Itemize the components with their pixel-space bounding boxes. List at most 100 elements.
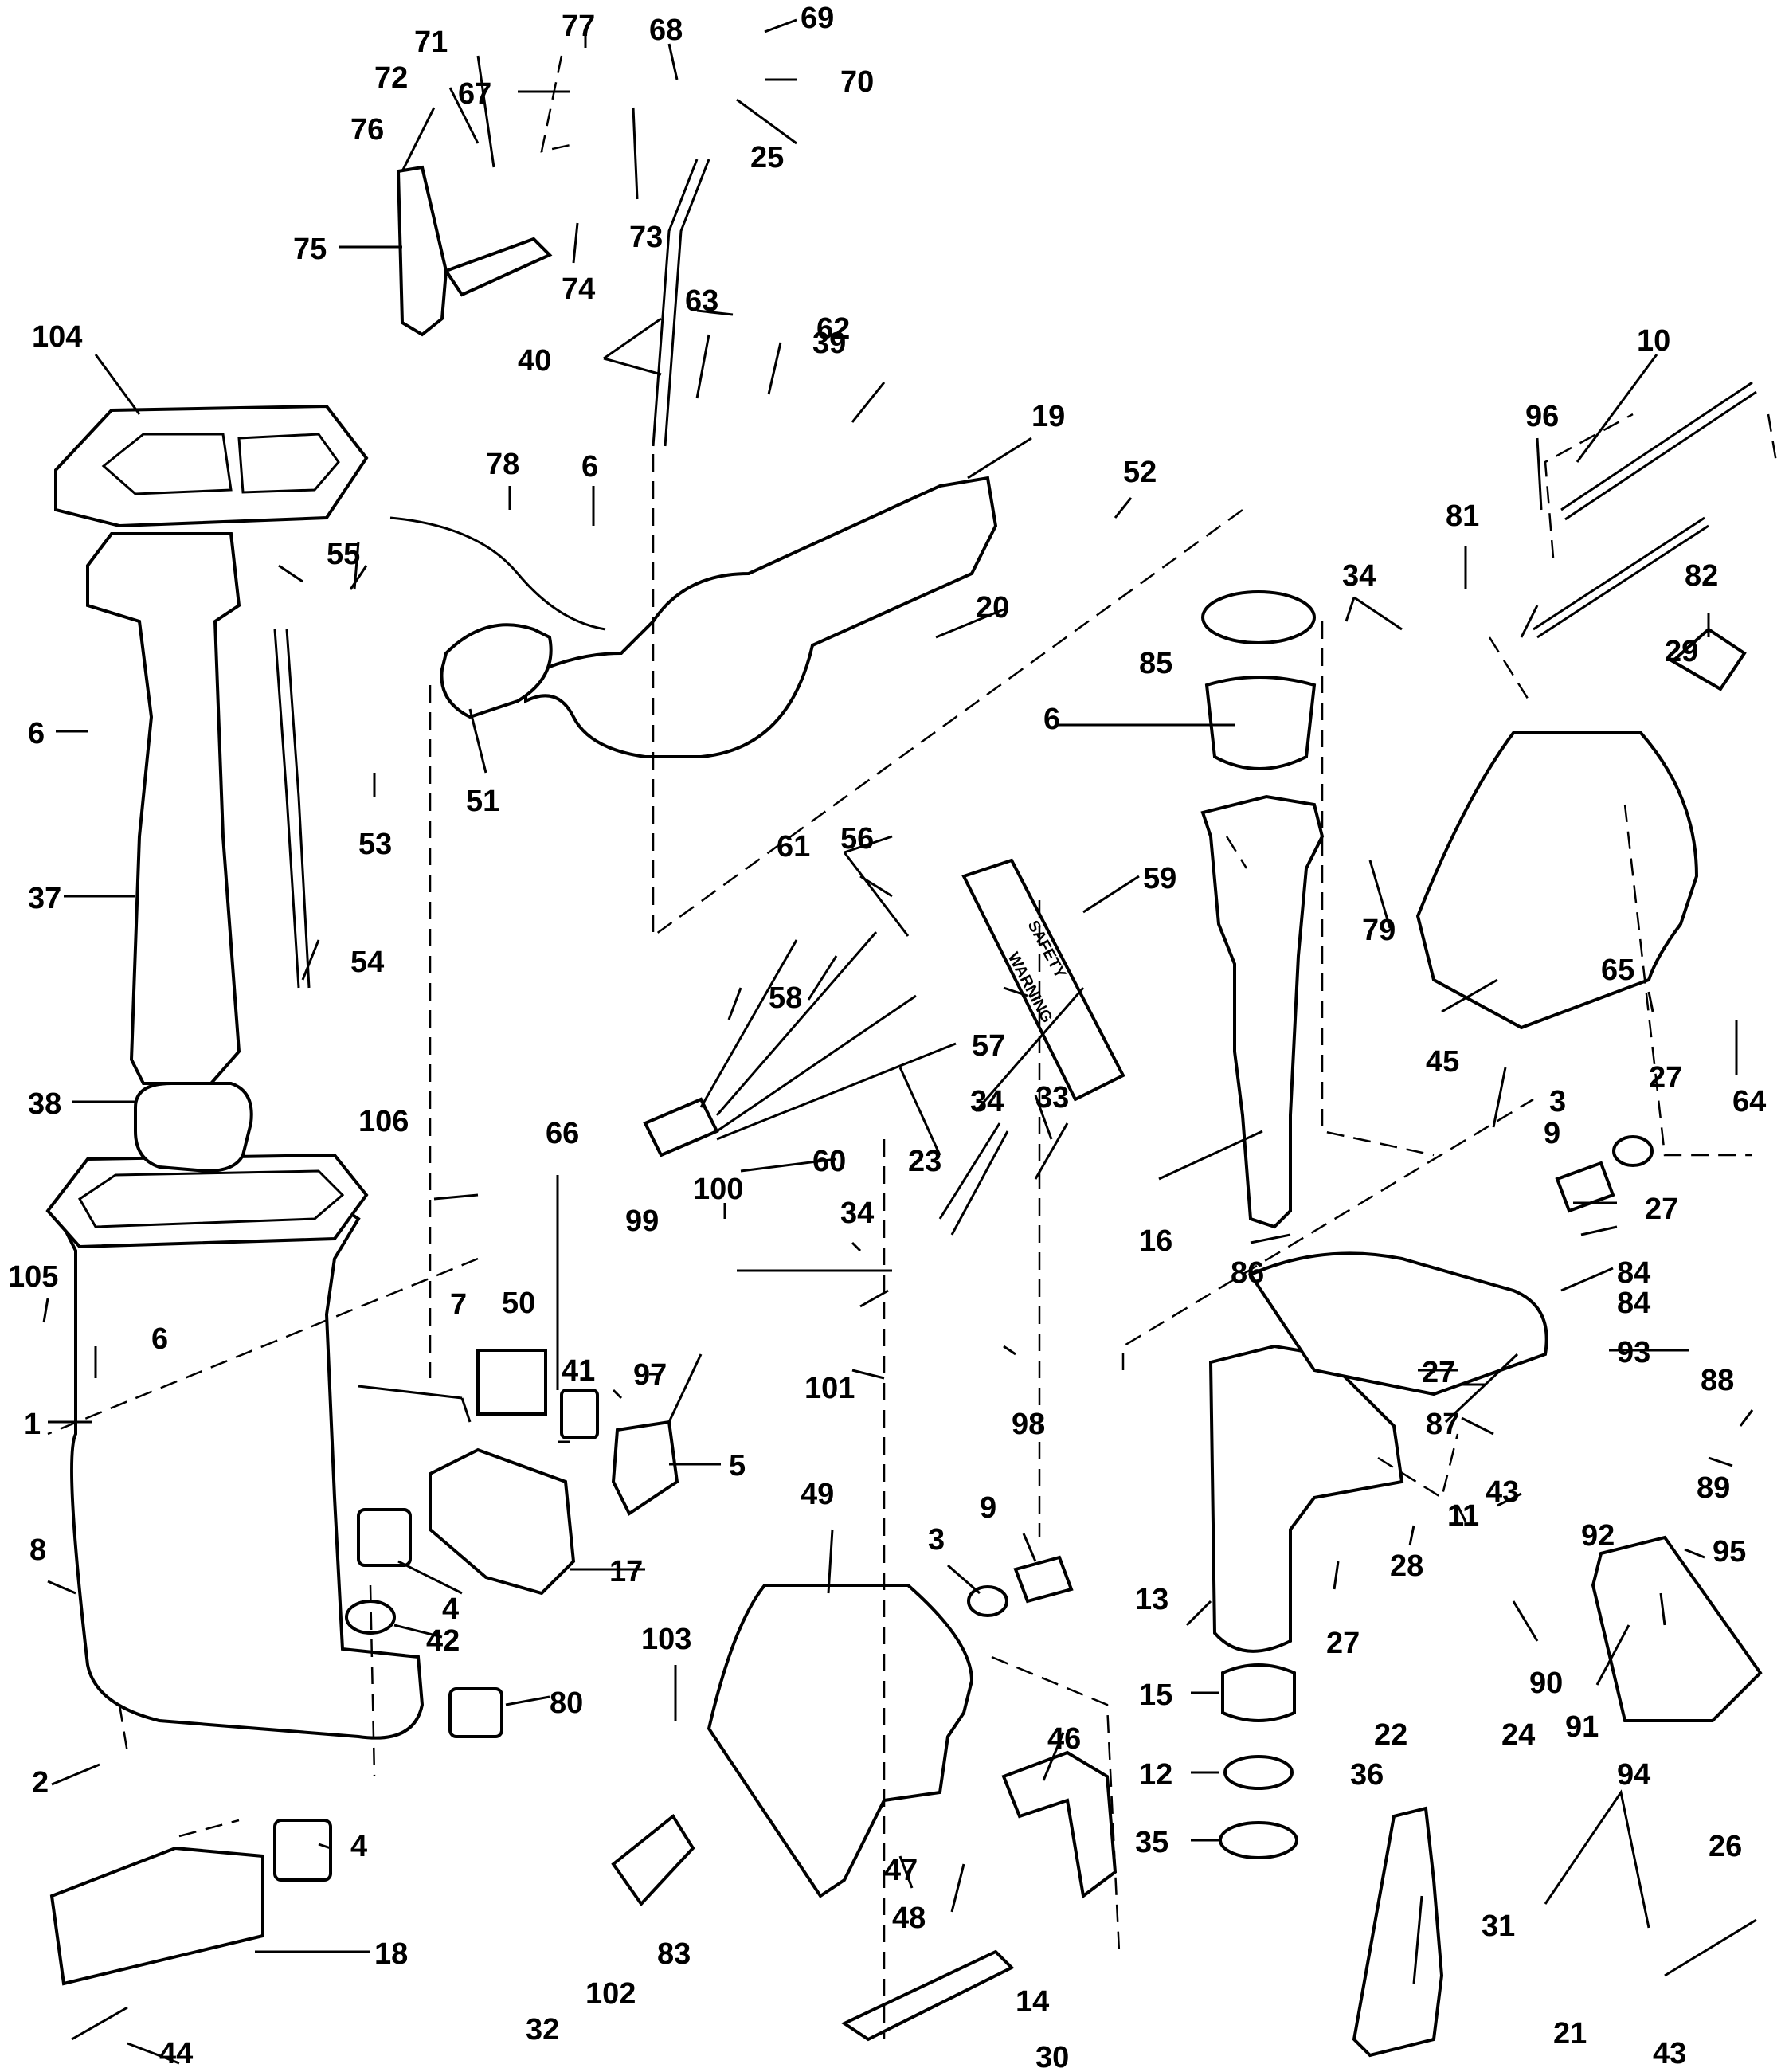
callout-label: 4 — [350, 1830, 367, 1863]
reverse-lock-lever — [1352, 1806, 1444, 2058]
callout-label: 28 — [1390, 1549, 1423, 1583]
callout-label: 57 — [972, 1029, 1005, 1063]
callout-label: 21 — [1553, 2017, 1587, 2050]
callout-label: 27 — [1649, 1061, 1682, 1095]
callout-label: 55 — [327, 538, 360, 571]
callout-label: 23 — [908, 1145, 941, 1178]
callout-label: 40 — [518, 344, 551, 378]
callout-label: 62 — [816, 312, 850, 346]
callout-label: 20 — [976, 591, 1009, 625]
callout-label: 97 — [633, 1358, 667, 1392]
shift-lever — [396, 165, 448, 337]
o-ring-12 — [1223, 1755, 1294, 1790]
callout-label: 42 — [426, 1624, 460, 1658]
callout-label: 90 — [1529, 1667, 1563, 1700]
bushing-84-lower — [611, 1814, 695, 1907]
callout-label: 84 — [1617, 1256, 1650, 1290]
callout-label: 37 — [28, 882, 61, 915]
callout-label: 48 — [892, 1902, 926, 1935]
block-41 — [560, 1389, 599, 1439]
callout-label: 39 — [812, 327, 846, 360]
callout-label: 93 — [1617, 1336, 1650, 1369]
callout-label: 101 — [804, 1372, 855, 1405]
callout-label: 7 — [450, 1288, 467, 1322]
callout-label: 6 — [28, 717, 45, 750]
steering-arm — [524, 476, 998, 758]
callout-label: 59 — [1143, 862, 1176, 895]
bushing-9a — [1013, 1555, 1074, 1604]
tilt-lock-lever — [1591, 1535, 1763, 1722]
plate-50 — [476, 1349, 547, 1416]
callout-label: 95 — [1713, 1535, 1746, 1569]
callout-label: 65 — [1601, 954, 1634, 987]
callout-label: 89 — [1697, 1471, 1730, 1505]
callout-label: 34 — [840, 1197, 874, 1230]
leader-lines — [42, 18, 1754, 2065]
callout-label: 52 — [1123, 456, 1157, 489]
callout-label: 50 — [502, 1287, 535, 1320]
upper-thrust-washer — [1201, 590, 1316, 644]
callout-label: 49 — [801, 1478, 834, 1511]
callout-label: 76 — [350, 113, 384, 147]
callout-label: 5 — [729, 1449, 746, 1483]
block-4b — [273, 1819, 332, 1882]
callout-label: 72 — [374, 61, 408, 95]
anode-plate — [840, 1949, 1015, 2042]
callout-label: 70 — [840, 65, 874, 99]
callout-label: 68 — [649, 14, 683, 47]
callout-label: 61 — [777, 830, 810, 864]
callout-label: 58 — [769, 981, 802, 1015]
callout-label: 34 — [970, 1085, 1004, 1118]
callout-label: 103 — [641, 1623, 691, 1656]
callout-label: 86 — [1231, 1256, 1264, 1290]
callout-label: 71 — [414, 25, 448, 59]
callout-label: 15 — [1139, 1678, 1172, 1712]
assembly-dashed-lines — [47, 55, 1778, 2039]
bushing-9b — [1555, 1161, 1615, 1213]
lower-mount-cover — [49, 1846, 264, 1986]
callout-label: 35 — [1135, 1826, 1168, 1859]
callout-label: 84 — [1617, 1287, 1650, 1320]
exhaust-housing-top — [45, 1153, 369, 1249]
callout-label: 3 — [928, 1523, 945, 1557]
callout-label: 80 — [550, 1686, 583, 1720]
callout-label: 87 — [1426, 1408, 1459, 1441]
callout-label: 102 — [585, 1977, 636, 2011]
callout-label: 94 — [1617, 1758, 1650, 1792]
callout-label: 104 — [32, 320, 82, 354]
callout-label: 53 — [358, 828, 392, 861]
callout-label: 27 — [1645, 1193, 1678, 1226]
callout-label: 88 — [1701, 1364, 1734, 1397]
callout-label: 63 — [685, 284, 718, 318]
callout-label: 75 — [293, 233, 327, 266]
callout-label: 73 — [629, 221, 663, 254]
callout-label: 38 — [28, 1087, 61, 1121]
callout-label: 74 — [562, 272, 595, 306]
callout-label: 64 — [1732, 1085, 1766, 1118]
upper-bushing — [1204, 676, 1317, 770]
callout-label: 14 — [1016, 1985, 1049, 2019]
callout-label: 92 — [1581, 1519, 1615, 1553]
callout-label: 99 — [625, 1204, 659, 1238]
callout-label: 69 — [801, 2, 834, 35]
callout-label: 98 — [1012, 1408, 1045, 1441]
mount-17 — [429, 1447, 576, 1596]
callout-label: 31 — [1482, 1909, 1515, 1943]
callout-label: 60 — [812, 1145, 846, 1178]
callout-label: 22 — [1374, 1718, 1407, 1752]
callout-label: 47 — [884, 1854, 918, 1887]
callout-label: 26 — [1709, 1830, 1742, 1863]
callout-label: 2 — [32, 1766, 49, 1800]
callout-label: 4 — [442, 1592, 459, 1626]
callout-label: 78 — [486, 448, 519, 481]
callout-label: 44 — [159, 2037, 193, 2070]
bushing-15 — [1221, 1663, 1296, 1722]
tilt-tube-rod — [1560, 381, 1757, 521]
exhaust-housing — [53, 1161, 425, 1740]
anode-screw — [71, 2006, 128, 2041]
callout-label: 8 — [29, 1533, 46, 1567]
callout-label: 100 — [693, 1173, 743, 1206]
callout-label: 79 — [1362, 914, 1396, 947]
callout-label: 106 — [358, 1105, 409, 1138]
